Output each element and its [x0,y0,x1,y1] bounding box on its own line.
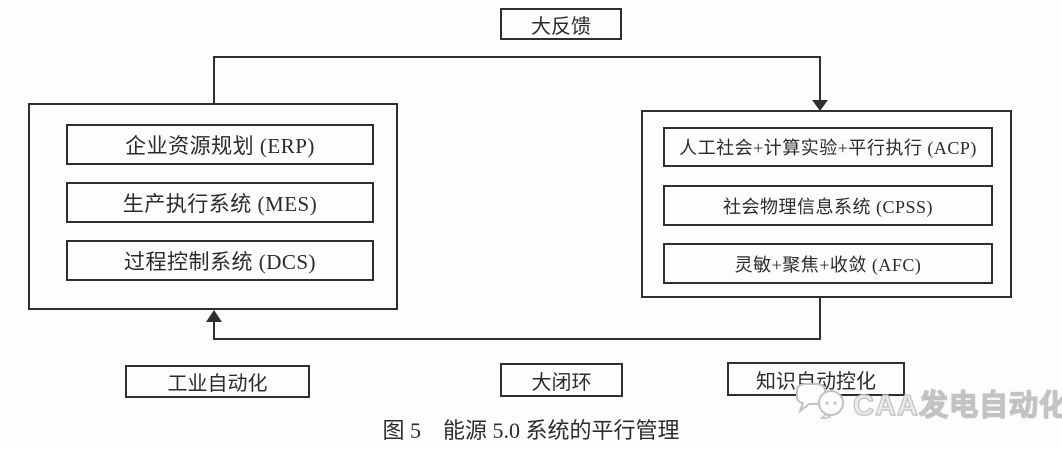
left-system-box [28,103,398,310]
connector-bottom-horizontal [213,338,821,340]
figure-caption: 图 5 能源 5.0 系统的平行管理 [382,418,680,443]
big-closed-loop-label: 大闭环 [531,371,592,394]
acp-box: 人工社会+计算实验+平行执行 (ACP) [663,127,993,167]
big-feedback-label: 大反馈 [531,15,591,38]
big-feedback-box: 大反馈 [500,8,622,40]
knowledge-automation-box: 知识自动控化 [727,362,905,396]
dcs-label: 过程控制系统 (DCS) [123,249,317,274]
mes-label: 生产执行系统 (MES) [122,191,318,216]
cpss-box: 社会物理信息系统 (CPSS) [663,185,993,226]
connector-top-right-vertical [819,56,821,102]
industrial-automation-box: 工业自动化 [125,365,310,398]
connector-top-horizontal [213,56,821,58]
cpss-label: 社会物理信息系统 (CPSS) [722,196,934,217]
industrial-automation-label: 工业自动化 [167,373,268,395]
erp-label: 企业资源规划 (ERP) [125,133,315,158]
erp-box: 企业资源规划 (ERP) [66,124,374,165]
chat-bubbles-icon [792,381,850,424]
afc-label: 灵敏+聚焦+收敛 (AFC) [734,254,922,275]
connector-bottom-right-vertical [819,298,821,340]
connector-top-left-vertical [213,56,215,104]
mes-box: 生产执行系统 (MES) [66,182,374,223]
connector-bottom-left-vertical [213,321,215,340]
watermark-text: CAA发电自动化 [852,389,1062,422]
dcs-box: 过程控制系统 (DCS) [66,240,374,281]
arrow-up-icon [206,310,222,322]
afc-box: 灵敏+聚焦+收敛 (AFC) [663,243,993,284]
right-system-box [641,110,1012,298]
arrow-down-icon [812,100,828,111]
big-closed-loop-box: 大闭环 [500,363,623,397]
knowledge-automation-label: 知识自动控化 [756,370,876,393]
watermark: CAA发电自动化 [792,381,1062,424]
acp-label: 人工社会+计算实验+平行执行 (ACP) [679,138,977,158]
